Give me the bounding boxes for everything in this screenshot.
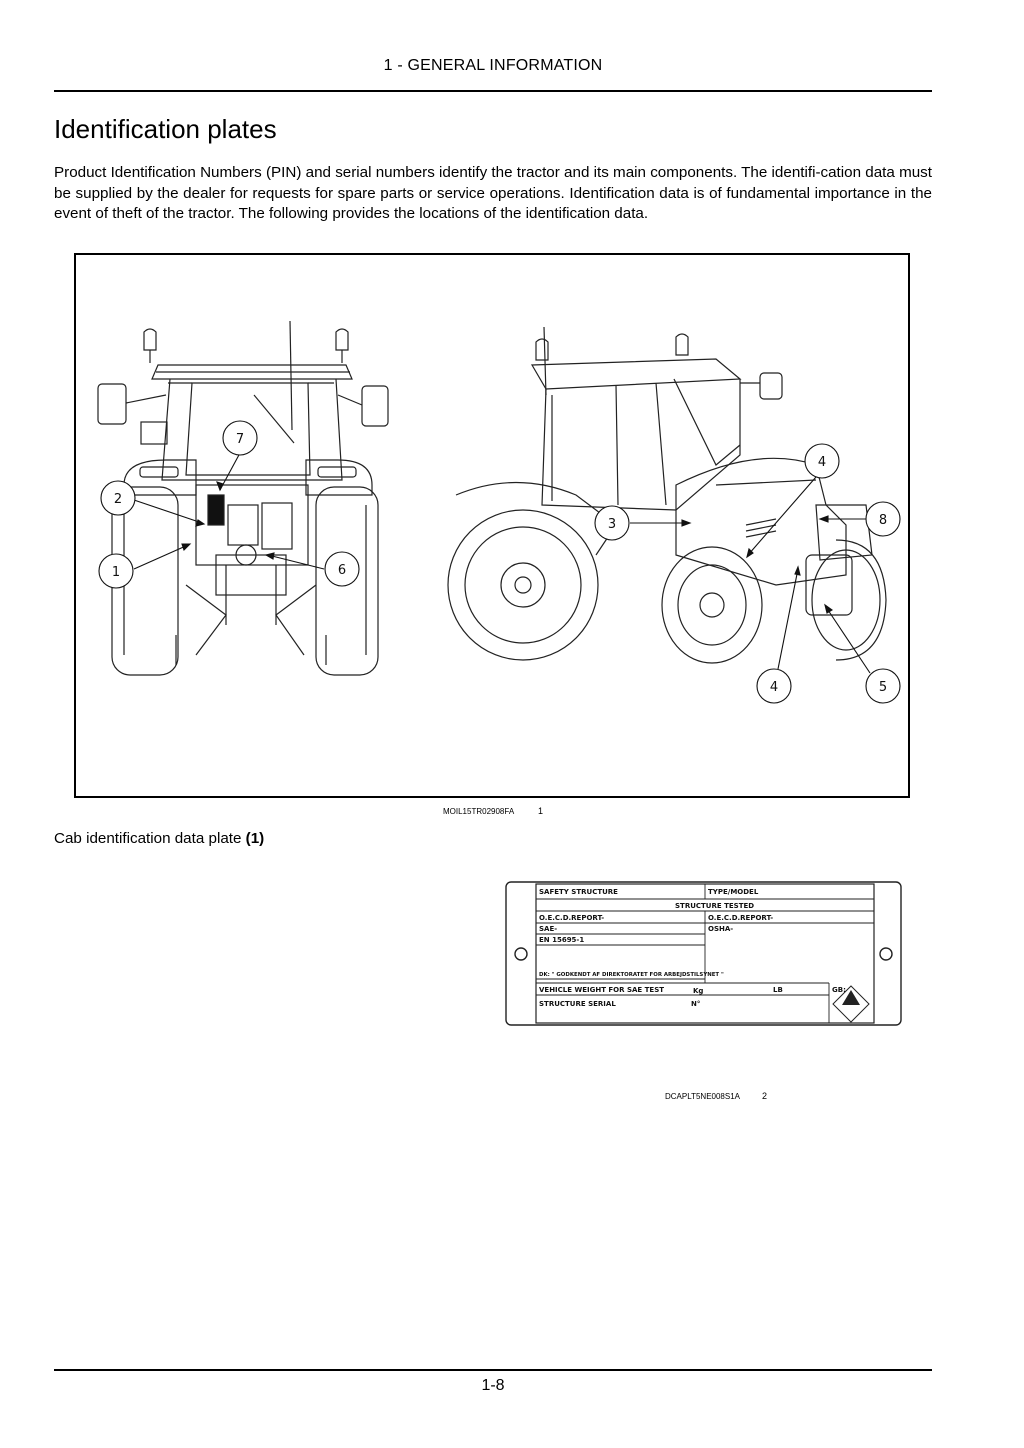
figure2-number: 2 <box>762 1091 768 1101</box>
caption-bold-ref: (1) <box>245 830 265 847</box>
plate-structure-tested: STRUCTURE TESTED <box>675 902 754 910</box>
plate-kg: Kg <box>693 987 703 995</box>
plate-safety-structure: SAFETY STRUCTURE <box>539 888 618 896</box>
figure-caption: Cab identification data plate (1) <box>54 830 264 847</box>
tractor-rear-view <box>97 320 389 676</box>
callout-label-1: 1 <box>112 565 120 580</box>
callout-label-6: 6 <box>338 563 346 578</box>
plate-osha: OSHA- <box>708 925 733 933</box>
figure2-reference-code: DCAPLT5NE008S1A <box>665 1092 740 1101</box>
figure1-reference-code: MOIL15TR02908FA <box>443 807 515 816</box>
page-number: 1-8 <box>481 1377 505 1394</box>
callout-label-4-top: 4 <box>818 455 826 470</box>
callout-1 <box>98 553 134 589</box>
plate-vehicle-weight: VEHICLE WEIGHT FOR SAE TEST <box>539 986 664 994</box>
callout-label-7: 7 <box>236 432 244 447</box>
plate-structure-serial: STRUCTURE SERIAL <box>539 1000 616 1008</box>
page-title: Identification plates <box>54 114 277 144</box>
caption-text: Cab identification data plate <box>54 830 246 847</box>
callout-label-4-bottom: 4 <box>770 680 778 695</box>
callout-label-8: 8 <box>879 513 887 528</box>
callout-7 <box>222 420 258 456</box>
footer-divider <box>54 1369 932 1371</box>
intro-paragraph: Product Identification Numbers (PIN) and… <box>54 164 932 222</box>
callout-label-3: 3 <box>608 517 616 532</box>
callout-4-top <box>804 443 840 479</box>
cab-identification-plate: SAFETY STRUCTURE TYPE/MODEL STRUCTURE TE… <box>505 881 902 1026</box>
callout-3 <box>594 505 630 541</box>
plate-dk-line: DK: " GODKENDT AF DIREKTORATET FOR ARBEJ… <box>539 972 724 978</box>
callout-2 <box>100 480 136 516</box>
plate-en: EN 15695-1 <box>539 936 584 944</box>
callout-label-5: 5 <box>879 680 887 695</box>
tractor-identification-figure: 7 2 1 6 3 4 8 4 5 <box>74 253 910 798</box>
tractor-drawings: 7 2 1 6 3 4 8 4 5 <box>97 320 901 704</box>
plate-lb: LB <box>773 986 783 994</box>
figure1-number: 1 <box>538 806 544 816</box>
section-header: 1 - GENERAL INFORMATION <box>383 57 603 74</box>
mounting-hole-right <box>879 947 893 961</box>
plate-type-model: TYPE/MODEL <box>708 888 759 896</box>
plate-oecd-left: O.E.C.D.REPORT- <box>539 914 604 922</box>
callout-5 <box>865 668 901 704</box>
callout-4-bottom <box>756 668 792 704</box>
callout-8 <box>865 501 901 537</box>
callout-6 <box>324 551 360 587</box>
tractor-side-view <box>447 326 887 664</box>
plate-oecd-right: O.E.C.D.REPORT- <box>708 914 773 922</box>
plate-sae: SAE- <box>539 925 557 933</box>
callouts <box>98 420 901 704</box>
header-divider <box>54 90 932 92</box>
callout-label-2: 2 <box>114 492 122 507</box>
plate-no: N° <box>691 1000 700 1008</box>
mounting-hole-left <box>514 947 528 961</box>
plate-gb: GB: <box>832 986 846 994</box>
